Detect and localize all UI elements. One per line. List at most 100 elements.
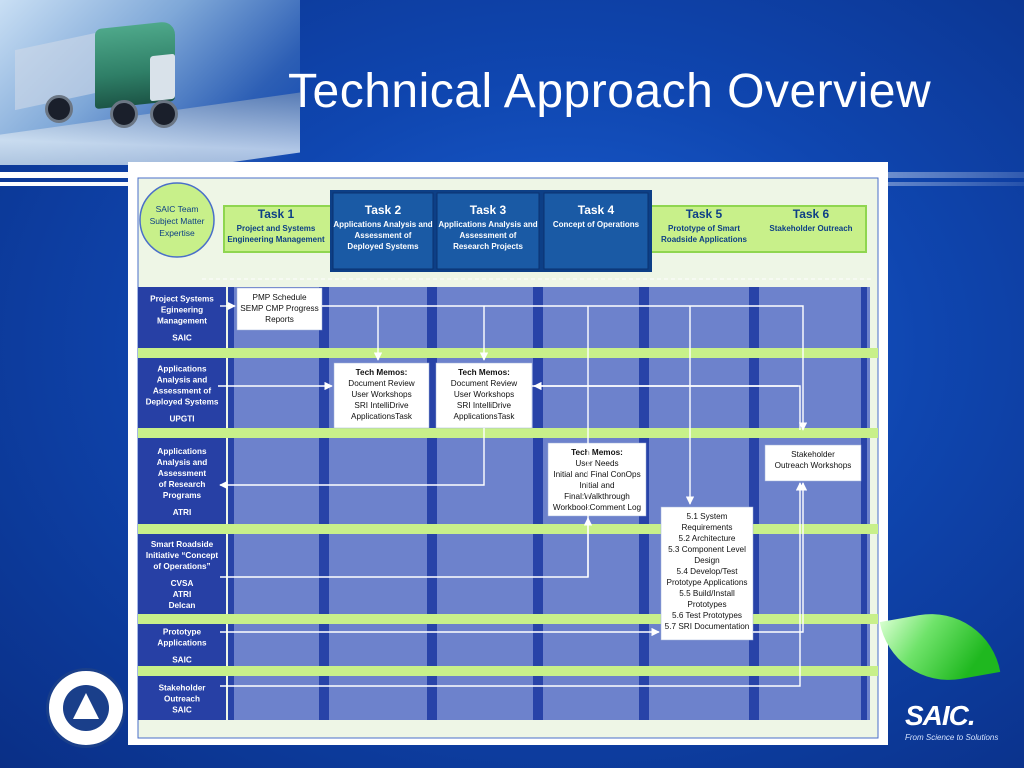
pmp-bus-to-stakeholder [322, 305, 808, 431]
task-subtitle-line: Stakeholder Outreach [769, 224, 852, 233]
task5-list-box-text-line: 5.6 Test Prototypes [672, 611, 742, 620]
row-label-box [138, 287, 226, 348]
row-org-text-line: CVSA [171, 579, 194, 588]
row6-to-stakeholder [220, 482, 805, 687]
memo-research-box-text-line: ApplicationsTask [454, 412, 516, 421]
row-label-text-line: Programs [163, 491, 202, 500]
row-label-text-line: of Research [159, 480, 206, 489]
task-box [543, 192, 649, 270]
slide-title: Technical Approach Overview [288, 65, 932, 118]
memo-research-box-title: Tech Memos: [458, 368, 510, 377]
lane-separator [749, 287, 759, 720]
row-org-text-line: ATRI [173, 590, 192, 599]
row-label-text-line: Initiative “Concept [146, 551, 219, 560]
task-box [436, 192, 540, 270]
task5-list-box-text-line: 5.7 SRI Documentation [665, 622, 750, 631]
memo-conops-box [547, 442, 647, 517]
task5-list-box-text-line: Prototypes [687, 600, 726, 609]
memo-conops-box-text-line: WorkbookComment Log [553, 503, 642, 512]
row-divider-band [138, 428, 878, 438]
row-org-text-line: SAIC [172, 334, 192, 343]
task-subtitle-line: Research Projects [453, 242, 523, 251]
memo-research-box-text-line: SRI IntelliDrive [457, 401, 512, 410]
row-divider-band [138, 614, 878, 624]
stakeholder-box-text-line: Outreach Workshops [775, 461, 852, 470]
memo-conops-box-text-line: Initial and [579, 481, 614, 490]
memo-conops-box-text-line: Final:Walkthrough [564, 492, 630, 501]
task5-list-box-text-line: 5.4 Develop/Test [677, 567, 739, 576]
row-org-text-line: UPGTI [169, 415, 194, 424]
row-label-text-line: Applications [157, 447, 207, 456]
task5-list-box-text-line: 5.1 System [687, 512, 728, 521]
task-subtitle-line: Concept of Operations [553, 220, 640, 229]
saic-team-text-line: SAIC Team [156, 204, 199, 214]
row-org-text: ATRI [173, 508, 192, 517]
memo-deployed-box-text-line: User Workshops [351, 390, 411, 399]
row-label-text-line: Outreach [164, 695, 200, 704]
row-divider-band [138, 524, 878, 534]
lane-separator [228, 287, 234, 720]
saic-team-circle [139, 182, 215, 258]
saic-team-text-line: Subject Matter [150, 216, 205, 226]
row-label-text-line: Management [157, 317, 207, 326]
row-label-text-line: Smart Roadside [151, 540, 214, 549]
task-subtitle-line: Applications Analysis and [333, 220, 432, 229]
row-label-text-line: SAIC [172, 706, 192, 715]
task5-list-box-text-line: Design [694, 556, 720, 565]
stakeholder-box [764, 444, 862, 482]
memo-conops-box-title: Tech Memos: [571, 448, 623, 457]
task5-list-box-text-line: Prototype Applications [666, 578, 747, 587]
task-title: Task 5 [686, 207, 723, 221]
memo-deployed-box-text-line: ApplicationsTask [351, 412, 413, 421]
row-label-box [138, 534, 226, 614]
lane-separator [427, 287, 437, 720]
row-label-text-line: of Operations” [153, 562, 210, 571]
dot-seal-icon [46, 668, 126, 748]
saic-tagline: From Science to Solutions [905, 733, 999, 742]
task-title: Task 4 [578, 203, 615, 217]
row-label-box [138, 676, 226, 720]
task-subtitle-line: Deployed Systems [347, 242, 419, 251]
task-title: Task 6 [793, 207, 830, 221]
lane-separator [533, 287, 543, 720]
row-org-text-line: ATRI [173, 508, 192, 517]
leaf-graphic [879, 602, 1001, 692]
row-label-text-line: Deployed Systems [146, 398, 219, 407]
task-box [332, 192, 434, 270]
pmp-box-text-line: Reports [265, 315, 294, 324]
task-subtitle-line: Project and Systems [237, 224, 316, 233]
task5-list-box-text-line: 5.3 Component Level [668, 545, 746, 554]
lane-separator [861, 287, 867, 720]
row-label-text-line: Assessment [158, 469, 207, 478]
memo-research-box-text-line: User Workshops [454, 390, 514, 399]
row-org-text: SAIC [172, 334, 192, 343]
memo-deployed-box-text-line: SRI IntelliDrive [354, 401, 409, 410]
pmp-box [236, 287, 323, 331]
memo-research-box-text-line: Document Review [451, 379, 518, 388]
task5-list-box-text-line: 5.5 Build/Install [679, 589, 735, 598]
row-label-text-line: Project Systems [150, 295, 214, 304]
row-label-box [138, 438, 226, 524]
memo-research-box [435, 362, 533, 429]
task-subtitle-line: Applications Analysis and [438, 220, 537, 229]
task-subtitle-line: Engineering Management [227, 235, 325, 244]
saic-team-text-line: Expertise [159, 228, 195, 238]
row-label-text-line: Prototype [163, 628, 202, 637]
task-subtitle-line: Assessment of [355, 231, 412, 240]
row-label-box [138, 624, 226, 666]
row-divider-band [138, 348, 878, 358]
row-label-text-line: Analysis and [157, 376, 208, 385]
row-org-text: UPGTI [169, 415, 194, 424]
